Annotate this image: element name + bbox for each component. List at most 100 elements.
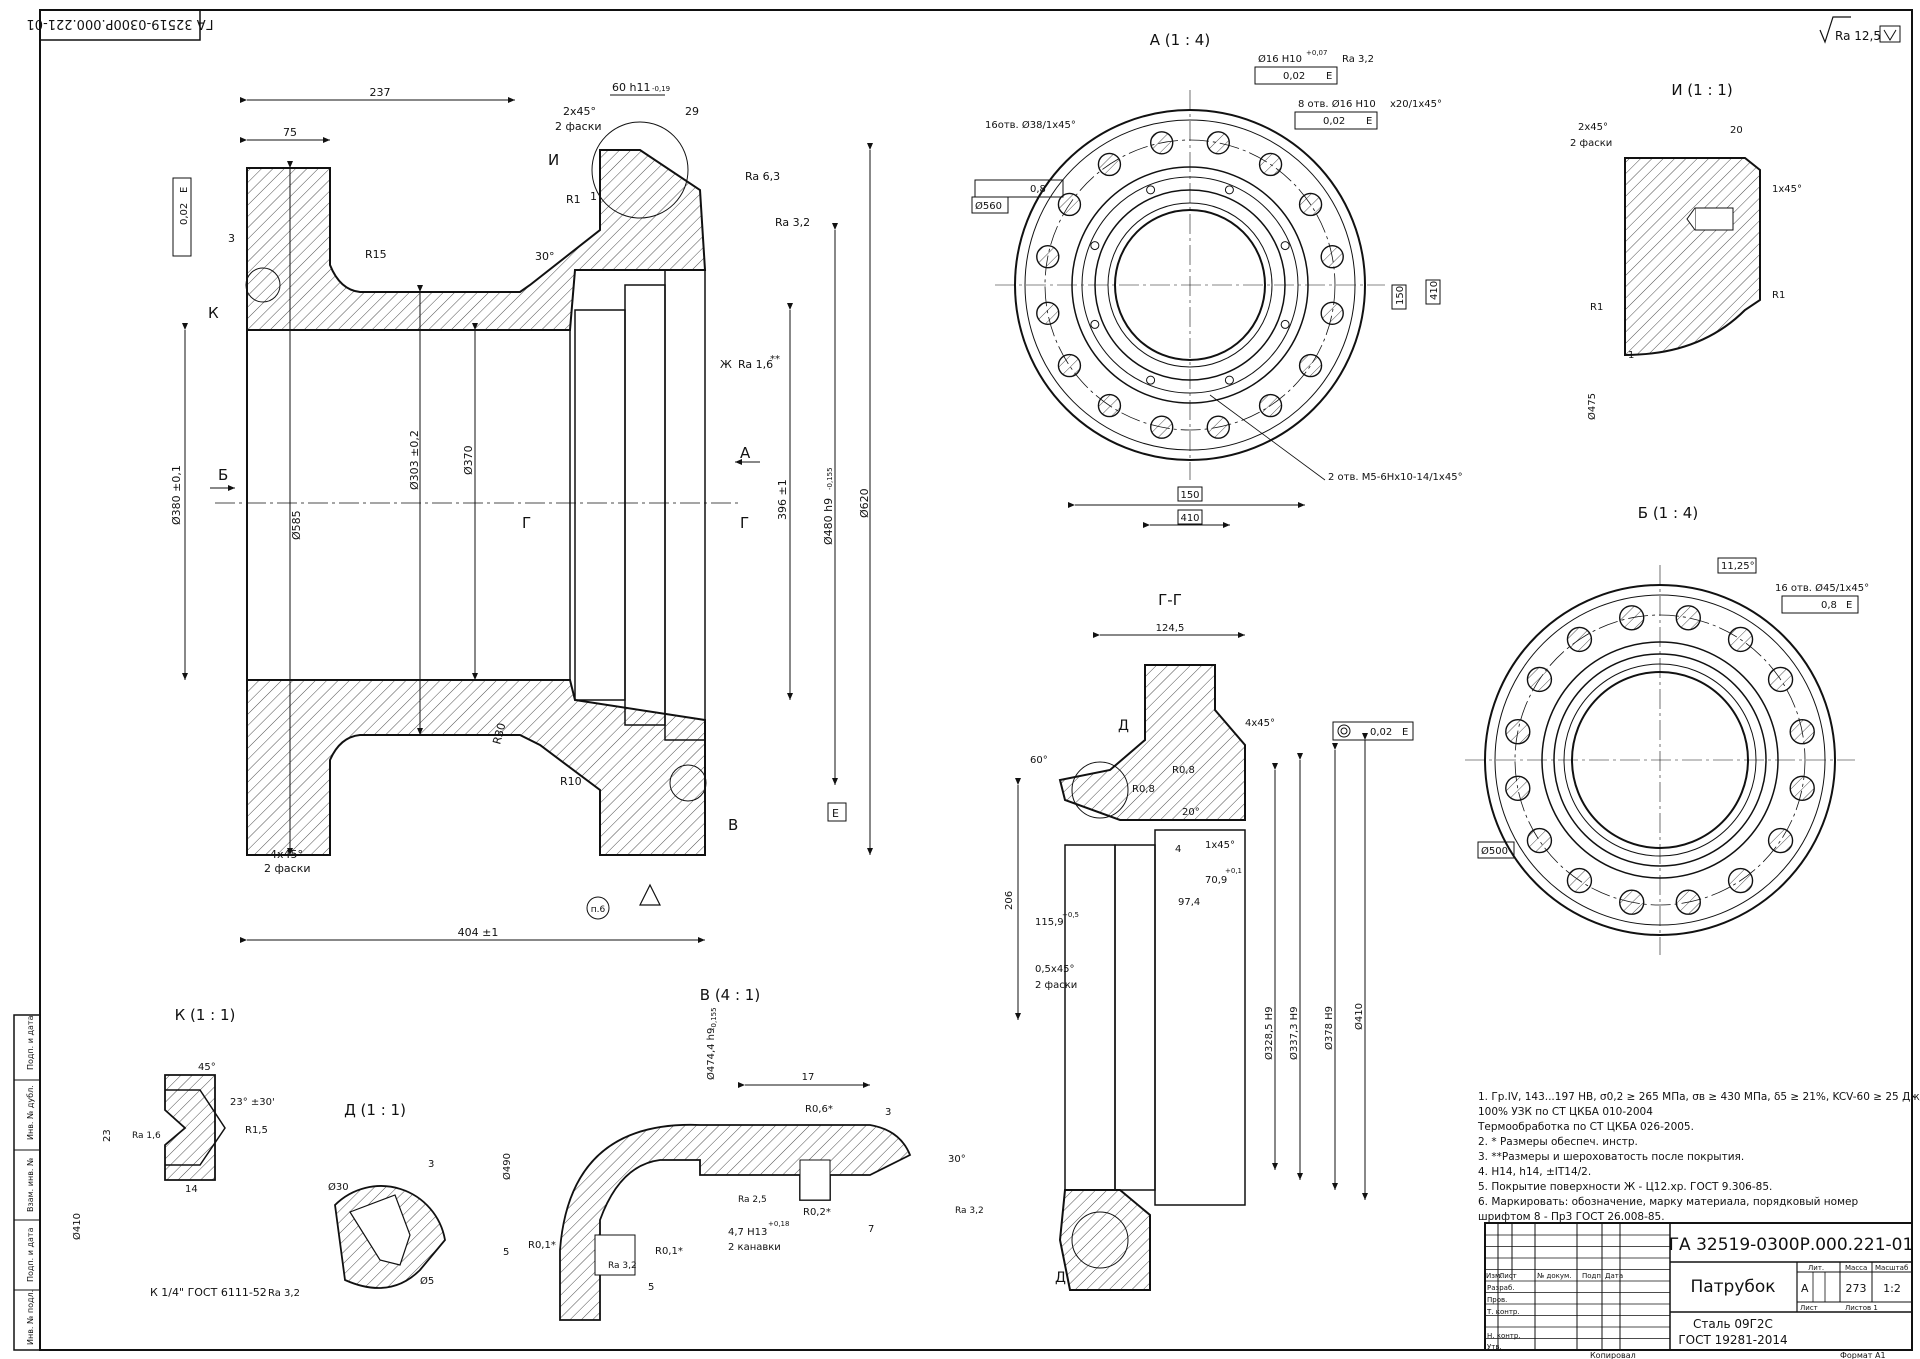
a-holes8: 8 отв. Ø16 H10 [1298,98,1376,110]
bolt-hole [1789,775,1815,801]
title-block: Изм. Лист № докум. Подп. Дата Разраб. Пр… [1484,1222,1913,1359]
v-ra25: Ra 2,5 [738,1195,767,1205]
b-e: E [1846,600,1852,611]
view-mark-a: А [740,444,751,462]
section-mark-g-left: Г [522,514,531,532]
tol-frame-left [172,177,192,257]
tb-mass-header: Масса [1845,1264,1867,1272]
side-strip-label: Инв. № дубл. [26,1085,35,1140]
callout-i: И [548,151,559,169]
bolt-hole [1767,666,1794,693]
inner-hole [1224,185,1234,195]
v-d4744-tol: -0,155 [710,1007,718,1030]
gg-d-top: Д [1118,718,1129,734]
gg-378: Ø378 H9 [1323,1006,1335,1050]
a-d150v: 150 [1395,286,1406,305]
k-14: 14 [185,1184,198,1195]
bolt-hole [1727,867,1754,894]
tb-row-list: Лист [1499,1272,1517,1280]
dim-370: Ø370 [462,445,475,475]
tb-row-sign: Подп. [1582,1272,1603,1280]
callout-v: В [728,816,738,834]
bolt-hole [1767,827,1794,854]
tb-name: Патрубок [1690,1277,1775,1297]
tb-lit-header: Лит. [1808,1264,1824,1272]
note-ref-p6: п.6 [591,905,606,915]
bolt-hole [1258,152,1283,177]
dim-60h11-tol: -0,19 [652,85,670,93]
inner-hole [1280,241,1290,251]
a-holes16: 16отв. Ø38/1x45° [985,119,1076,131]
view-d: Д (1 : 1) Ø30 3 Ø5 [328,1101,446,1289]
note-line: 2. * Размеры обеспеч. инстр. [1478,1136,1638,1148]
dim-380: Ø380 ±0,1 [170,465,183,525]
zh-ra16: Ra 1,6 [738,358,773,371]
a-d560: Ø560 [975,200,1002,212]
dim-r10: R10 [560,775,582,788]
view-d-title: Д (1 : 1) [344,1101,406,1119]
dim-237: 237 [370,86,391,99]
view-b-bolt-holes [1505,605,1815,915]
note-line: 4. Н14, h14, ±IT14/2. [1478,1166,1591,1178]
bolt-hole [1320,301,1344,325]
tol-left-ref: E [179,187,190,193]
d-d5: Ø5 [420,1275,434,1287]
i-d20: 20 [1730,125,1743,136]
gg-1159: 115,9 [1035,917,1064,928]
view-a: А (1 : 4) Ø16 H10 +0,07 Ra 3,2 0,02 E 8 … [971,31,1463,528]
v-ra32a: Ra 3,2 [955,1206,984,1216]
k-23: 23 [102,1129,113,1142]
a-d150h: 150 [1180,490,1199,501]
tb-format: Формат А1 [1840,1351,1886,1359]
tb-row-izm: Изм. [1486,1272,1502,1280]
gg-tol01: +0,1 [1225,867,1242,875]
v-d5a: 5 [503,1247,509,1258]
tb-material-2: ГОСТ 19281-2014 [1678,1333,1787,1347]
dim-2-chamfers: 2 фаски [555,120,601,133]
dim-2x45: 2x45° [563,105,596,118]
main-lower-section [246,679,706,856]
gg-4: 4 [1175,844,1181,855]
gg-2ch: 2 фаски [1035,980,1077,991]
inner-hole [1146,185,1156,195]
v-h13: 4,7 H13 [728,1227,767,1238]
inner-hole [1090,319,1100,329]
tb-lit-value: А [1801,1282,1809,1295]
bolt-hole [1526,827,1553,854]
side-strip-label: Взам. инв. № [26,1157,35,1212]
bolt-hole [1150,415,1174,439]
bolt-hole [1036,245,1060,269]
gg-410: Ø410 [1353,1003,1365,1030]
dim-75: 75 [283,126,297,139]
tb-scale-value: 1:2 [1883,1282,1901,1295]
v-r02: R0,2* [803,1207,831,1218]
a-pos-value: 0,02 [1283,71,1305,82]
section-gg-title: Г-Г [1158,591,1182,609]
note-line: 3. **Размеры и шероховатость после покры… [1478,1151,1744,1163]
side-strip-label: Инв. № подл. [26,1290,35,1345]
gg-3373: Ø337,3 H9 [1288,1006,1300,1060]
bolt-hole [1097,393,1122,418]
sheet-frame [39,9,1913,1351]
a-holes8-tail: x20/1x45° [1390,99,1442,110]
tb-role: Т. контр. [1486,1308,1520,1316]
view-k-title: К (1 : 1) [175,1006,236,1024]
view-a-bolt-holes [1036,131,1344,439]
view-a-title: А (1 : 4) [1150,31,1210,49]
corner-code-box: ГА 32519-0300Р.000.221-01 [26,9,214,41]
tb-copied: Копировал [1590,1351,1636,1359]
tb-scale-header: Масштаб [1875,1264,1908,1272]
bolt-hole [1619,889,1645,915]
bolt-hole [1298,353,1323,378]
gg-d1245: 124,5 [1156,623,1185,634]
tb-sheets-label: Листов 1 [1845,1304,1878,1312]
view-b: Б (1 : 4) 11,25° 16 отв. Ø45/1x45° 0,8 E… [1465,504,1869,955]
gg-709: 70,9 [1205,875,1227,886]
tb-mass-value: 273 [1846,1282,1867,1295]
a-d16h10: Ø16 H10 [1258,53,1302,65]
b-d500: Ø500 [1481,845,1508,857]
dim-2-chamfers-2: 2 фаски [264,862,310,875]
v-r01b: R0,1* [655,1246,683,1257]
inner-hole [1146,375,1156,385]
bolt-hole [1566,867,1593,894]
